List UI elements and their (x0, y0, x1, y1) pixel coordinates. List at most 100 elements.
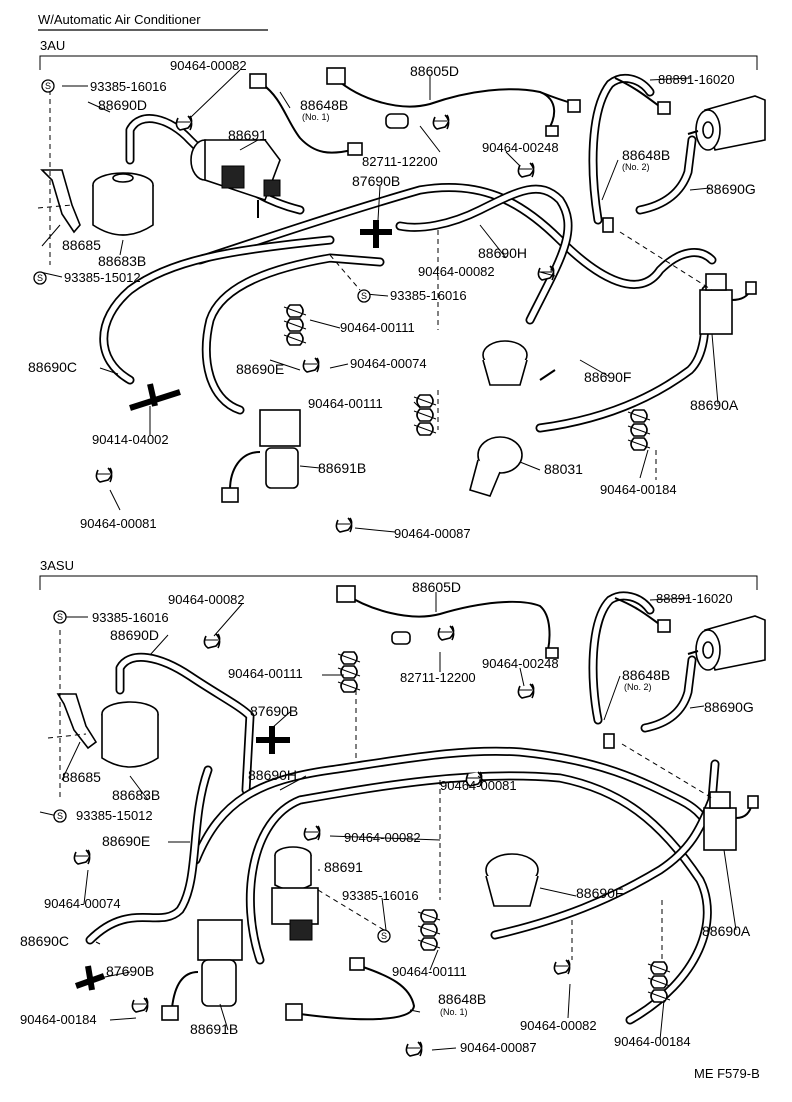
label-88648b: 88648B (300, 97, 348, 113)
label-90464-00082b: 90464-00082 (418, 264, 495, 279)
label-88691b: 88691B (318, 460, 366, 476)
label-88683b-b: 88683B (112, 787, 160, 803)
label-90464-00081: 90464-00081 (80, 516, 157, 531)
label-88648b-no2-b: (No. 2) (624, 682, 652, 692)
connector-88605d-b1 (336, 585, 356, 603)
fuel-filter-88683b-b (101, 701, 159, 768)
clamp-90464-00082b-b (303, 825, 321, 841)
hose-core (127, 115, 303, 213)
thermo-valve-bottom (485, 853, 539, 907)
hose-core (101, 237, 333, 383)
label-87690b-b: 87690B (250, 703, 298, 719)
connector-88648b-no1-b (347, 142, 363, 156)
tee-87690b (360, 220, 392, 248)
resistor-82711 (385, 113, 409, 129)
connector-88648b-b2 (285, 1003, 303, 1021)
connector-88605d-c (567, 99, 581, 113)
label-88648b-no1-b: (No. 1) (440, 1007, 468, 1017)
clamp-90464-00184b-b (647, 961, 671, 1003)
hose-core (642, 657, 695, 731)
clamp-90464-00074 (302, 357, 320, 373)
label-88648b-no2: (No. 2) (622, 162, 650, 172)
label-88690e: 88690E (236, 361, 284, 377)
label-93385-16016b-b: 93385-16016 (342, 888, 419, 903)
connector-88648b-b (349, 957, 365, 971)
section-bracket-top (39, 55, 758, 70)
label-88648b2-b: 88648B (438, 991, 486, 1007)
label-88690g-b: 88690G (704, 699, 754, 715)
label-90464-00074: 90464-00074 (350, 356, 427, 371)
clamp-90464-00081 (95, 467, 113, 483)
label-88690a: 88690A (690, 397, 739, 413)
guide-line (329, 254, 361, 291)
clamp-90464-00082c-b (553, 959, 571, 975)
connector-88605d-b2 (545, 647, 559, 659)
section-label-3au: 3AU (40, 38, 65, 53)
label-88605d: 88605D (410, 63, 459, 79)
tee-90414-04002 (129, 383, 181, 411)
label-93385-16016b: 93385-16016 (390, 288, 467, 303)
label-88031: 88031 (544, 461, 583, 477)
clamp-82711-b (437, 625, 455, 641)
section-bracket-bottom (39, 575, 758, 590)
clamp-stack-90464-00111-b (337, 651, 361, 693)
label-90464-00087-b: 90464-00087 (460, 1040, 537, 1055)
label-90464-00074-b: 90464-00074 (44, 896, 121, 911)
hose-core (193, 748, 715, 863)
label-88690c-b: 88690C (20, 933, 69, 949)
label-90464-00248: 90464-00248 (482, 140, 559, 155)
label-90464-00082: 90464-00082 (170, 58, 247, 73)
label-88690h: 88690H (478, 245, 527, 261)
section-label-3asu: 3ASU (40, 558, 74, 573)
label-88690g: 88690G (706, 181, 756, 197)
connector-88648b-no2 (602, 217, 614, 233)
label-88690d-b: 88690D (110, 627, 159, 643)
diagram-title: W/Automatic Air Conditioner (38, 12, 201, 27)
label-88691: 88691 (228, 127, 267, 143)
clamp-90464-00082-b (203, 633, 221, 649)
label-88690d: 88690D (98, 97, 147, 113)
connector-88891 (657, 101, 671, 115)
label-90464-00087: 90464-00087 (394, 526, 471, 541)
label-90464-00082b-b: 90464-00082 (344, 830, 421, 845)
clamp-90464-00087-b (405, 1041, 423, 1057)
wire-harness-88605d (334, 77, 556, 131)
label-90464-00248-b: 90464-00248 (482, 656, 559, 671)
label-88685: 88685 (62, 237, 101, 253)
fuel-filter-88683b (92, 172, 154, 236)
label-88891-16020-b: 88891-16020 (656, 591, 733, 606)
label-93385-16016: 93385-16016 (90, 79, 167, 94)
hose-core (537, 287, 709, 431)
guide-line (37, 204, 73, 209)
label-90464-00184-b: 90464-00184 (20, 1012, 97, 1027)
actuator-88691-top (190, 139, 281, 218)
label-82711-12200-b: 82711-12200 (400, 670, 476, 685)
label-90464-00082-b: 90464-00082 (168, 592, 245, 607)
top-leader-lines (39, 69, 719, 533)
clamp-stack-90464-00111b-b (417, 909, 441, 951)
bolt-symbol-s: S (57, 612, 63, 622)
resistor-82711-b (391, 631, 411, 645)
section-3asu: S S S 90464-00082 88605D 88891-16020 933… (20, 579, 766, 1057)
label-82711-12200: 82711-12200 (362, 154, 438, 169)
hose-core (637, 137, 695, 213)
label-88683b: 88683B (98, 253, 146, 269)
bolt-symbol-s: S (37, 273, 43, 283)
actuator-88691-bottom (271, 846, 319, 941)
vsv-solenoid-top (699, 273, 757, 335)
solenoid-88691b-bottom (161, 919, 243, 1021)
hose-core (117, 654, 253, 793)
label-88691-b: 88691 (324, 859, 363, 875)
tee-87690b-b (256, 726, 290, 754)
clamp-stack-90464-00111 (283, 304, 307, 346)
label-87690b2-b: 87690B (106, 963, 154, 979)
label-90464-00184b-b: 90464-00184 (614, 1034, 691, 1049)
label-88690f-b: 88690F (576, 885, 623, 901)
solenoid-88691b-top (221, 409, 301, 503)
hose-core (197, 184, 715, 288)
label-88648b-no1: (No. 1) (302, 112, 330, 122)
bolt-symbol-s: S (361, 291, 367, 301)
hose-core (397, 186, 571, 323)
label-90414-04002: 90414-04002 (92, 432, 169, 447)
